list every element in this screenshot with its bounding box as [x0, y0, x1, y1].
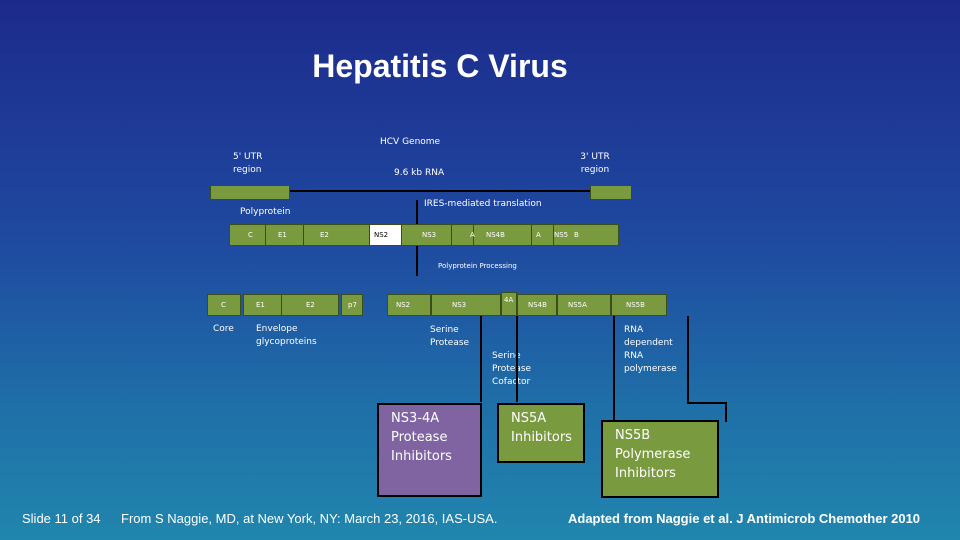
utr5-label: 5' UTR region — [233, 152, 263, 175]
segment-4b-end: A — [532, 225, 554, 245]
segment-ns2: NS2 — [370, 225, 402, 245]
ns5a-inhibitors-box: NS5A Inhibitors — [497, 403, 585, 463]
polyprotein-bar: C E1 E2 NS2 NS3 A NS4B A NS5 B — [229, 224, 619, 246]
ns5b-inhibitors-label: NS5B Polymerase Inhibitors — [615, 428, 691, 481]
ires-arrow — [416, 200, 418, 224]
segment-e1: E1 — [266, 225, 304, 245]
product-p7: p7 — [341, 294, 363, 316]
utr5-bar — [210, 185, 290, 200]
envelope-label: Envelope glycoproteins — [256, 324, 317, 347]
rna-line — [290, 190, 590, 192]
segment-4a: A — [452, 225, 475, 245]
product-c: C — [207, 294, 241, 316]
source-note: From S Naggie, MD, at New York, NY: Marc… — [121, 511, 498, 526]
product-4a: 4A — [501, 292, 517, 316]
product-ns3: NS3 — [431, 294, 501, 316]
credit-note: Adapted from Naggie et al. J Antimicrob … — [568, 511, 921, 526]
connector-ns5b-down — [725, 402, 727, 422]
processing-label: Polyprotein Processing — [438, 262, 517, 270]
segment-ns4b: NS4B — [474, 225, 532, 245]
segment-ns3: NS3 — [402, 225, 452, 245]
serine-protease-label: Serine Protease — [430, 325, 470, 348]
genome-label: HCV Genome — [380, 137, 441, 147]
product-ns4b: NS4B — [517, 294, 557, 316]
product-ns5a: NS5A — [557, 294, 611, 316]
ns5a-inhibitors-label: NS5A Inhibitors — [511, 411, 572, 445]
polyprotein-label: Polyprotein — [240, 207, 291, 217]
ns34a-inhibitors-box: NS3-4A Protease Inhibitors — [377, 403, 482, 497]
utr3-bar — [590, 185, 632, 200]
polymerase-label: RNA dependent RNA polymerase — [624, 325, 677, 374]
product-ns2: NS2 — [387, 294, 431, 316]
segment-ns5: NS5 B — [554, 231, 579, 239]
connector-ns5b-elbow — [687, 402, 727, 404]
processing-arrow — [416, 246, 418, 276]
connector-ns5a — [516, 316, 518, 402]
product-e1-e2: E1 E2 — [243, 294, 339, 316]
cofactor-label: Serine Protease Cofactor — [492, 351, 532, 387]
rna-label: 9.6 kb RNA — [394, 168, 445, 178]
product-ns5b: NS5B — [611, 294, 667, 316]
segment-e2: E2 — [304, 225, 370, 245]
connector-ns3 — [480, 316, 482, 402]
connector-ns5b-left — [613, 316, 615, 420]
product-ns-group: NS2 NS3 4A NS4B NS5A NS5B — [387, 292, 667, 316]
segment-c: C — [230, 225, 266, 245]
connector-ns5b-right — [687, 316, 689, 404]
page-title: Hepatitis C Virus — [312, 48, 568, 84]
utr3-label: 3' UTR region — [580, 152, 610, 175]
ns5b-inhibitors-box: NS5B Polymerase Inhibitors — [601, 420, 719, 498]
core-label: Core — [213, 324, 234, 334]
ires-label: IRES-mediated translation — [424, 199, 542, 209]
slide-number: Slide 11 of 34 — [22, 511, 101, 526]
ns34a-inhibitors-label: NS3-4A Protease Inhibitors — [391, 411, 452, 464]
